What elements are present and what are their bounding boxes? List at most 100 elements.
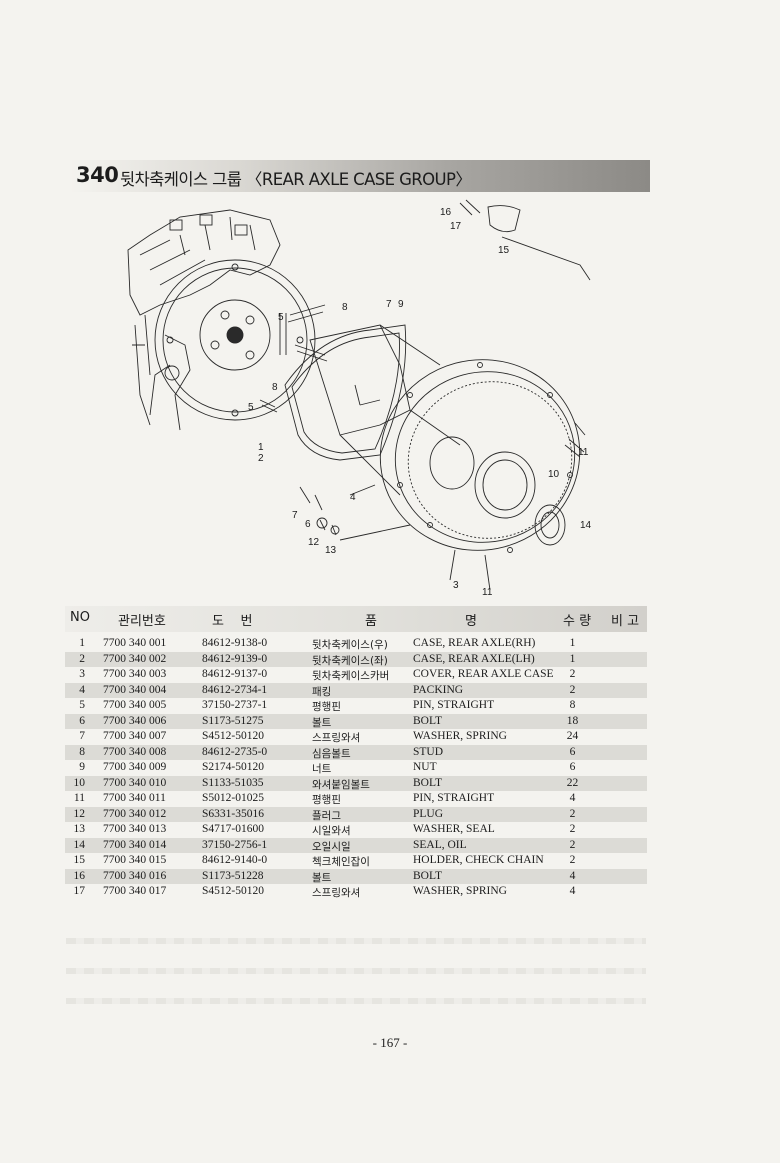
cell-mgmt: 7700 340 004 — [103, 683, 167, 696]
cell-en: HOLDER, CHECK CHAIN — [413, 854, 544, 866]
cell-kr: 심음볼트 — [312, 747, 351, 760]
cell-no: 5 — [79, 699, 85, 711]
table-row: 2 7700 340 002 84612-9139-0 뒷차축케이스(좌) CASE, … — [65, 651, 647, 667]
cell-part: S4717-01600 — [202, 823, 264, 835]
page-number: - 167 - — [372, 1035, 408, 1050]
cell-mgmt: 7700 340 014 — [103, 838, 167, 851]
cell-qty: 1 — [569, 652, 576, 665]
callout-label: 6 — [305, 519, 311, 530]
cell-part: S5012-01025 — [202, 792, 264, 804]
faint-band — [66, 938, 646, 944]
cell-kr: 패킹 — [312, 685, 332, 698]
cell-part: S4512-50120 — [202, 730, 264, 742]
callout-label: 13 — [325, 545, 337, 556]
cell-no: 2 — [79, 652, 85, 665]
callout-label: 8 — [272, 382, 278, 393]
cell-mgmt: 7700 340 013 — [103, 823, 167, 835]
cell-kr: 평행핀 — [312, 794, 341, 806]
cell-en: PACKING — [413, 683, 464, 696]
callout-label: 5 — [278, 312, 284, 323]
cell-en: WASHER, SPRING — [413, 885, 507, 897]
cell-en: BOLT — [413, 714, 442, 727]
cell-en: SEAL, OIL — [413, 838, 467, 851]
cell-mgmt: 7700 340 009 — [103, 761, 167, 773]
callout-label: 5 — [248, 402, 254, 413]
cell-kr: 뒷차축케이스(우) — [312, 639, 388, 651]
callout-label: 1 — [258, 442, 264, 453]
cell-en: CASE, REAR AXLE(LH) — [413, 652, 535, 665]
faint-band — [66, 998, 646, 1004]
cell-qty: 6 — [569, 745, 576, 758]
section-title: 뒷차축케이스 그룹 〈REAR AXLE CASE GROUP〉 — [120, 170, 472, 189]
callout-label: 9 — [398, 299, 404, 310]
cell-no: 7 — [79, 730, 85, 742]
cell-mgmt: 7700 340 005 — [103, 699, 167, 711]
cell-en: NUT — [413, 761, 437, 773]
callout-label: 7 — [386, 299, 392, 310]
cell-part: S2174-50120 — [202, 761, 264, 773]
cell-qty: 2 — [569, 854, 576, 866]
cell-kr: 너트 — [312, 763, 332, 775]
cell-en: BOLT — [413, 776, 442, 789]
cell-kr: 스프링와셔 — [312, 887, 361, 899]
cell-part: 84612-9139-0 — [202, 652, 268, 665]
cell-part: 37150-2756-1 — [202, 838, 268, 851]
table-row: 9 7700 340 009 S2174-50120 너트 NUT 6 — [65, 760, 647, 776]
cell-no: 9 — [79, 761, 85, 773]
cell-mgmt: 7700 340 002 — [103, 652, 167, 665]
cell-part: 84612-2735-0 — [202, 745, 268, 758]
callout-label: 15 — [498, 245, 510, 256]
cell-qty: 6 — [569, 761, 576, 773]
cell-qty: 2 — [569, 838, 576, 851]
cell-kr: 시일와셔 — [312, 825, 351, 837]
callout-label: 4 — [350, 492, 356, 503]
cell-no: 17 — [73, 885, 86, 897]
section-header-band — [70, 160, 650, 192]
cell-part: 37150-2737-1 — [202, 699, 268, 711]
cell-part: 84612-9137-0 — [202, 668, 268, 680]
cell-no: 12 — [73, 807, 86, 820]
callout-label: 8 — [342, 302, 348, 313]
cell-part: S1173-51275 — [202, 714, 264, 727]
callout-label: 2 — [258, 453, 264, 464]
cell-en: STUD — [413, 745, 444, 758]
cell-mgmt: 7700 340 010 — [103, 776, 167, 789]
cell-part: 84612-9140-0 — [202, 854, 268, 866]
cell-en: COVER, REAR AXLE CASE — [413, 668, 554, 680]
cell-kr: 스프링와셔 — [312, 732, 361, 744]
cell-no: 10 — [73, 776, 86, 789]
cell-part: S1173-51228 — [202, 869, 264, 882]
cell-no: 3 — [79, 668, 85, 680]
cell-part: S6331-35016 — [202, 807, 264, 820]
cell-kr: 와셔붙임볼트 — [312, 778, 370, 791]
cell-mgmt: 7700 340 015 — [103, 854, 167, 866]
exploded-parts-diagram: 16 17 15 8 7 9 5 8 5 1 2 11 10 4 14 7 6 … — [127, 199, 592, 598]
cell-no: 14 — [73, 838, 86, 851]
cell-no: 8 — [79, 745, 85, 758]
engine-block-illustration — [127, 209, 281, 426]
cell-en: PIN, STRAIGHT — [413, 699, 495, 711]
cell-qty: 8 — [569, 699, 576, 711]
cell-qty: 2 — [569, 823, 576, 835]
cell-qty: 24 — [566, 730, 579, 742]
callout-label: 12 — [308, 537, 320, 548]
cell-qty: 4 — [569, 869, 576, 882]
cell-kr: 뒷차축케이스(좌) — [312, 654, 388, 667]
header-name-en: 명 — [465, 614, 477, 629]
cell-qty: 22 — [566, 776, 579, 789]
cell-part: 84612-2734-1 — [202, 683, 268, 696]
cell-mgmt: 7700 340 006 — [103, 714, 167, 727]
cell-kr: 첵크체인잡이 — [312, 856, 370, 868]
cell-kr: 볼트 — [312, 716, 332, 729]
section-number: 340 — [76, 163, 119, 187]
